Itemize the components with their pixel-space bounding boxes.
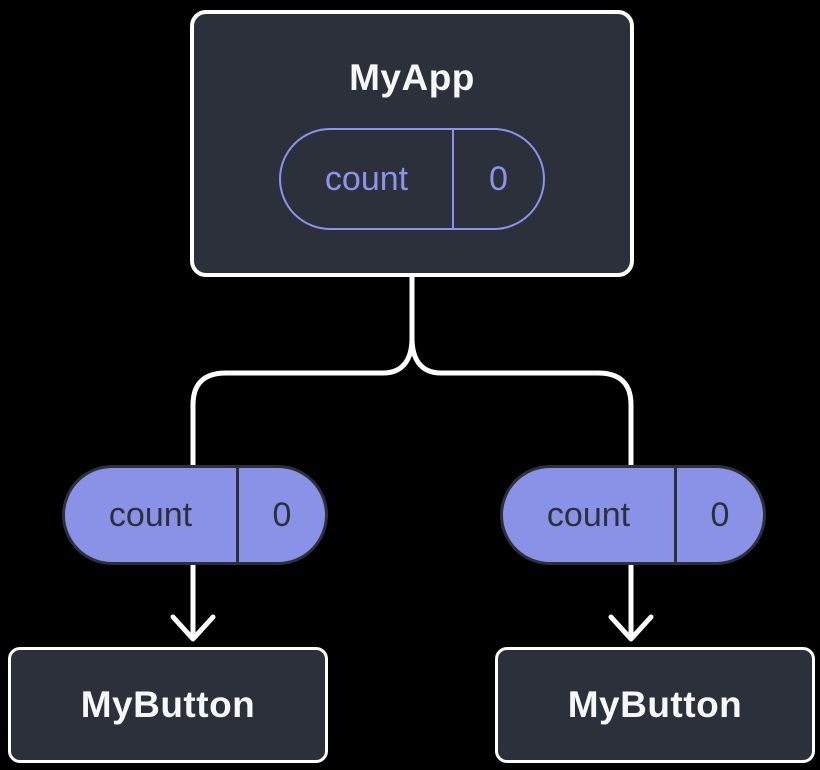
mybutton-node-title: MyButton [567, 684, 743, 725]
prop-pill-key-label: count [65, 468, 239, 562]
mybutton-node-right: MyButton [495, 647, 815, 763]
mybutton-node-title: MyButton [80, 684, 256, 725]
prop-pill-key-label: count [503, 468, 677, 562]
prop-pill-value: 0 [710, 495, 730, 534]
mybutton-node-left: MyButton [8, 647, 328, 763]
prop-pill-value: 0 [272, 495, 292, 534]
branch-left-line [190, 274, 415, 639]
state-pill-key-label: count [281, 130, 454, 228]
prop-pill-left: count 0 [62, 465, 328, 565]
state-pill-myapp: count 0 [279, 128, 545, 230]
branch-right-line [409, 274, 634, 639]
myapp-node: MyApp count 0 [190, 10, 634, 277]
arrowhead-right-icon [608, 614, 654, 642]
prop-pill-right: count 0 [500, 465, 766, 565]
state-pill-value: 0 [489, 159, 508, 198]
myapp-node-title: MyApp [349, 57, 475, 98]
arrowhead-left-icon [170, 614, 216, 642]
